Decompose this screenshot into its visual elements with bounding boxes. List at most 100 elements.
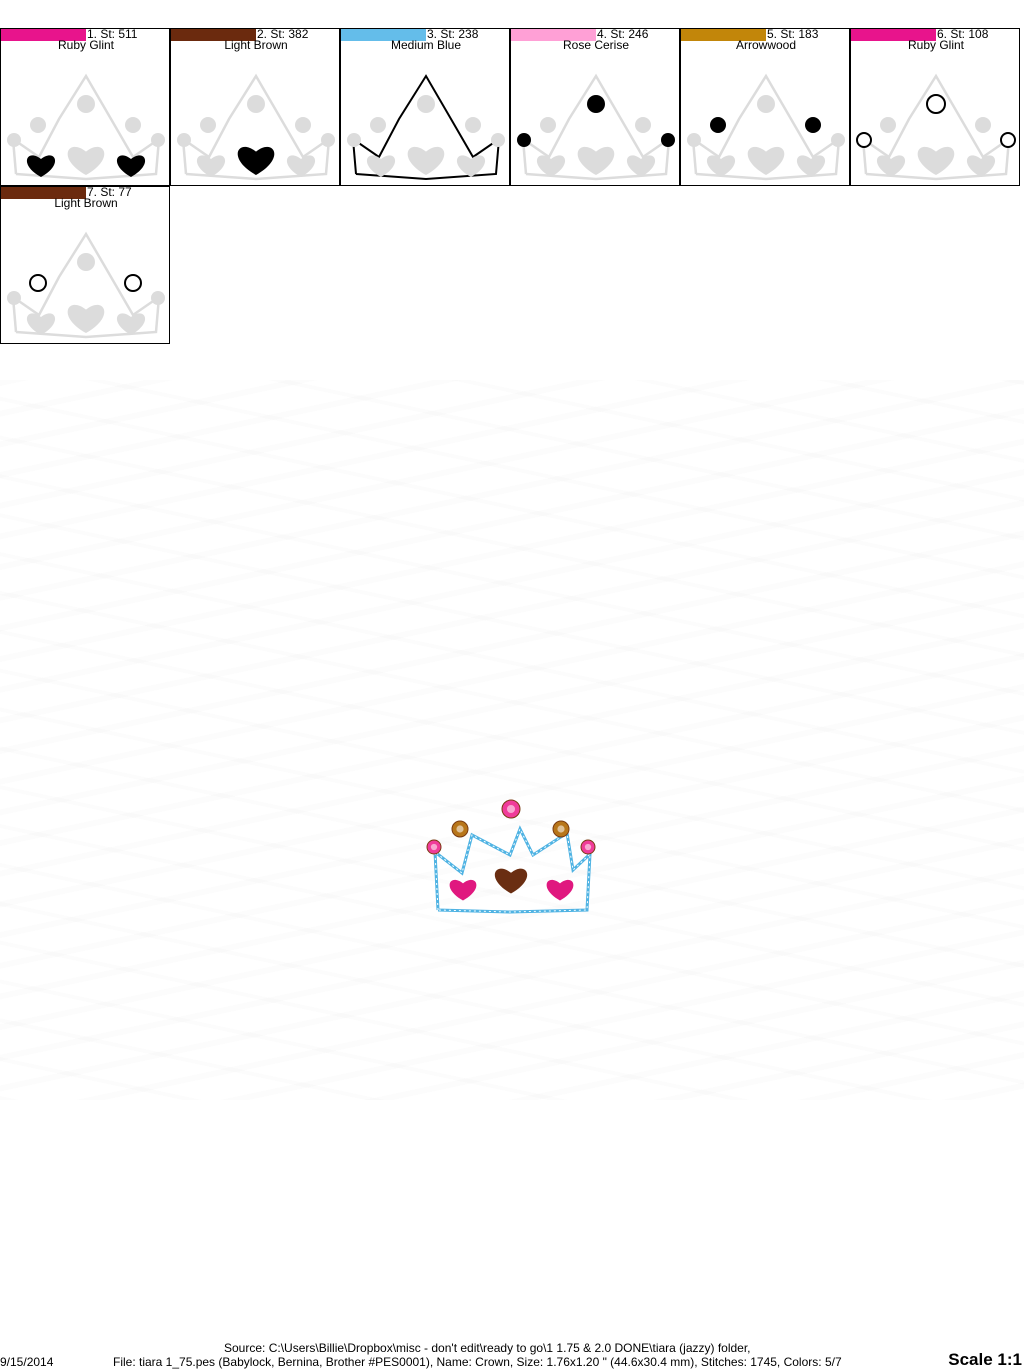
heart-right	[796, 155, 826, 177]
stitch-count: 1. St: 511	[87, 28, 138, 41]
stitch-count: 5. St: 183	[767, 28, 819, 41]
background-watermark	[0, 380, 1024, 1100]
crown-outline-stitch	[434, 827, 591, 913]
heart-right	[116, 313, 146, 335]
jewel-midR	[125, 117, 141, 133]
heart-left	[366, 155, 396, 177]
jewel-top	[757, 95, 775, 113]
jewel-endR	[151, 291, 165, 305]
thread-color-swatch	[171, 29, 256, 41]
heart-right	[456, 155, 486, 177]
thread-color-swatch	[1, 29, 86, 41]
crown-thumbnail	[7, 231, 165, 339]
heart-center	[237, 146, 275, 175]
thread-color-swatch	[681, 29, 766, 41]
jewel-top	[77, 253, 95, 271]
jewel-top	[417, 95, 435, 113]
crown-embroidery-preview	[426, 799, 596, 914]
jewel-shine	[506, 804, 516, 814]
jewel-endR	[661, 133, 675, 147]
heart-right	[546, 879, 574, 901]
stitch-count: 4. St: 246	[597, 28, 649, 41]
heart-right	[286, 155, 316, 177]
scale-label: Scale 1:1	[948, 1350, 1022, 1369]
jewel-midL	[710, 117, 726, 133]
jewel-shine	[456, 825, 464, 833]
file-info: File: tiara 1_75.pes (Babylock, Bernina,…	[113, 1355, 842, 1369]
thread-color-swatch	[1, 187, 86, 199]
jewel-endR	[151, 133, 165, 147]
heart-center	[67, 146, 105, 175]
heart-left	[536, 155, 566, 177]
thread-name: Ruby Glint	[57, 38, 115, 52]
thread-name: Light Brown	[54, 196, 118, 210]
jewel-top	[247, 95, 265, 113]
jewel-shine	[584, 843, 592, 851]
jewel-endL	[687, 133, 701, 147]
heart-right	[626, 155, 656, 177]
jewel-shine	[557, 825, 565, 833]
jewel-midR	[635, 117, 651, 133]
jewel-midL	[30, 117, 46, 133]
heart-center	[407, 146, 445, 175]
thread-name: Ruby Glint	[907, 38, 965, 52]
heart-center	[577, 146, 615, 175]
jewel-midL	[29, 274, 47, 292]
jewel-midR	[465, 117, 481, 133]
heart-center	[747, 146, 785, 175]
jewel-endR	[321, 133, 335, 147]
print-date: 9/15/2014	[0, 1355, 54, 1369]
thread-name: Arrowwood	[735, 38, 797, 52]
jewel-endL	[7, 133, 21, 147]
jewel-endL	[7, 291, 21, 305]
crown-outline-blue	[433, 825, 592, 914]
jewel-endL	[177, 133, 191, 147]
thread-name: Medium Blue	[390, 38, 462, 52]
jewel-endL	[517, 133, 531, 147]
jewel-endL	[856, 132, 872, 148]
stitch-count: 3. St: 238	[427, 28, 479, 41]
jewel-midL	[370, 117, 386, 133]
thread-color-swatch	[341, 29, 426, 41]
jewel-midL	[880, 117, 896, 133]
heart-left	[26, 155, 56, 177]
heart-right	[116, 155, 146, 177]
thread-name: Rose Cerise	[562, 38, 630, 52]
jewel-midR	[295, 117, 311, 133]
stitch-count: 6. St: 108	[937, 28, 989, 41]
thread-color-swatch	[851, 29, 936, 41]
crown-thumbnail	[517, 73, 675, 181]
crown-thumbnail	[177, 73, 335, 181]
heart-left	[449, 879, 477, 901]
jewel-endR	[1000, 132, 1016, 148]
jewel-top	[926, 94, 946, 114]
jewel-midR	[805, 117, 821, 133]
crown-thumbnail	[856, 73, 1016, 181]
heart-center	[494, 868, 528, 894]
crown-thumbnail	[7, 73, 165, 181]
jewel-endR	[831, 133, 845, 147]
print-footer: 9/15/2014 Source: C:\Users\Billie\Dropbo…	[0, 1340, 1024, 1370]
source-path: Source: C:\Users\Billie\Dropbox\misc - d…	[224, 1341, 751, 1355]
crown-thumbnail	[347, 74, 505, 181]
crown-thumbnail	[687, 73, 845, 181]
thread-color-swatch	[511, 29, 596, 41]
heart-left	[706, 155, 736, 177]
heart-left	[876, 155, 906, 177]
jewel-midL	[200, 117, 216, 133]
heart-right	[966, 155, 996, 177]
stitch-count: 2. St: 382	[257, 28, 309, 41]
heart-center	[67, 304, 105, 333]
heart-center	[917, 146, 955, 175]
jewel-midL	[540, 117, 556, 133]
jewel-top	[77, 95, 95, 113]
jewel-endL	[347, 133, 361, 147]
heart-left	[196, 155, 226, 177]
jewel-top	[587, 95, 605, 113]
